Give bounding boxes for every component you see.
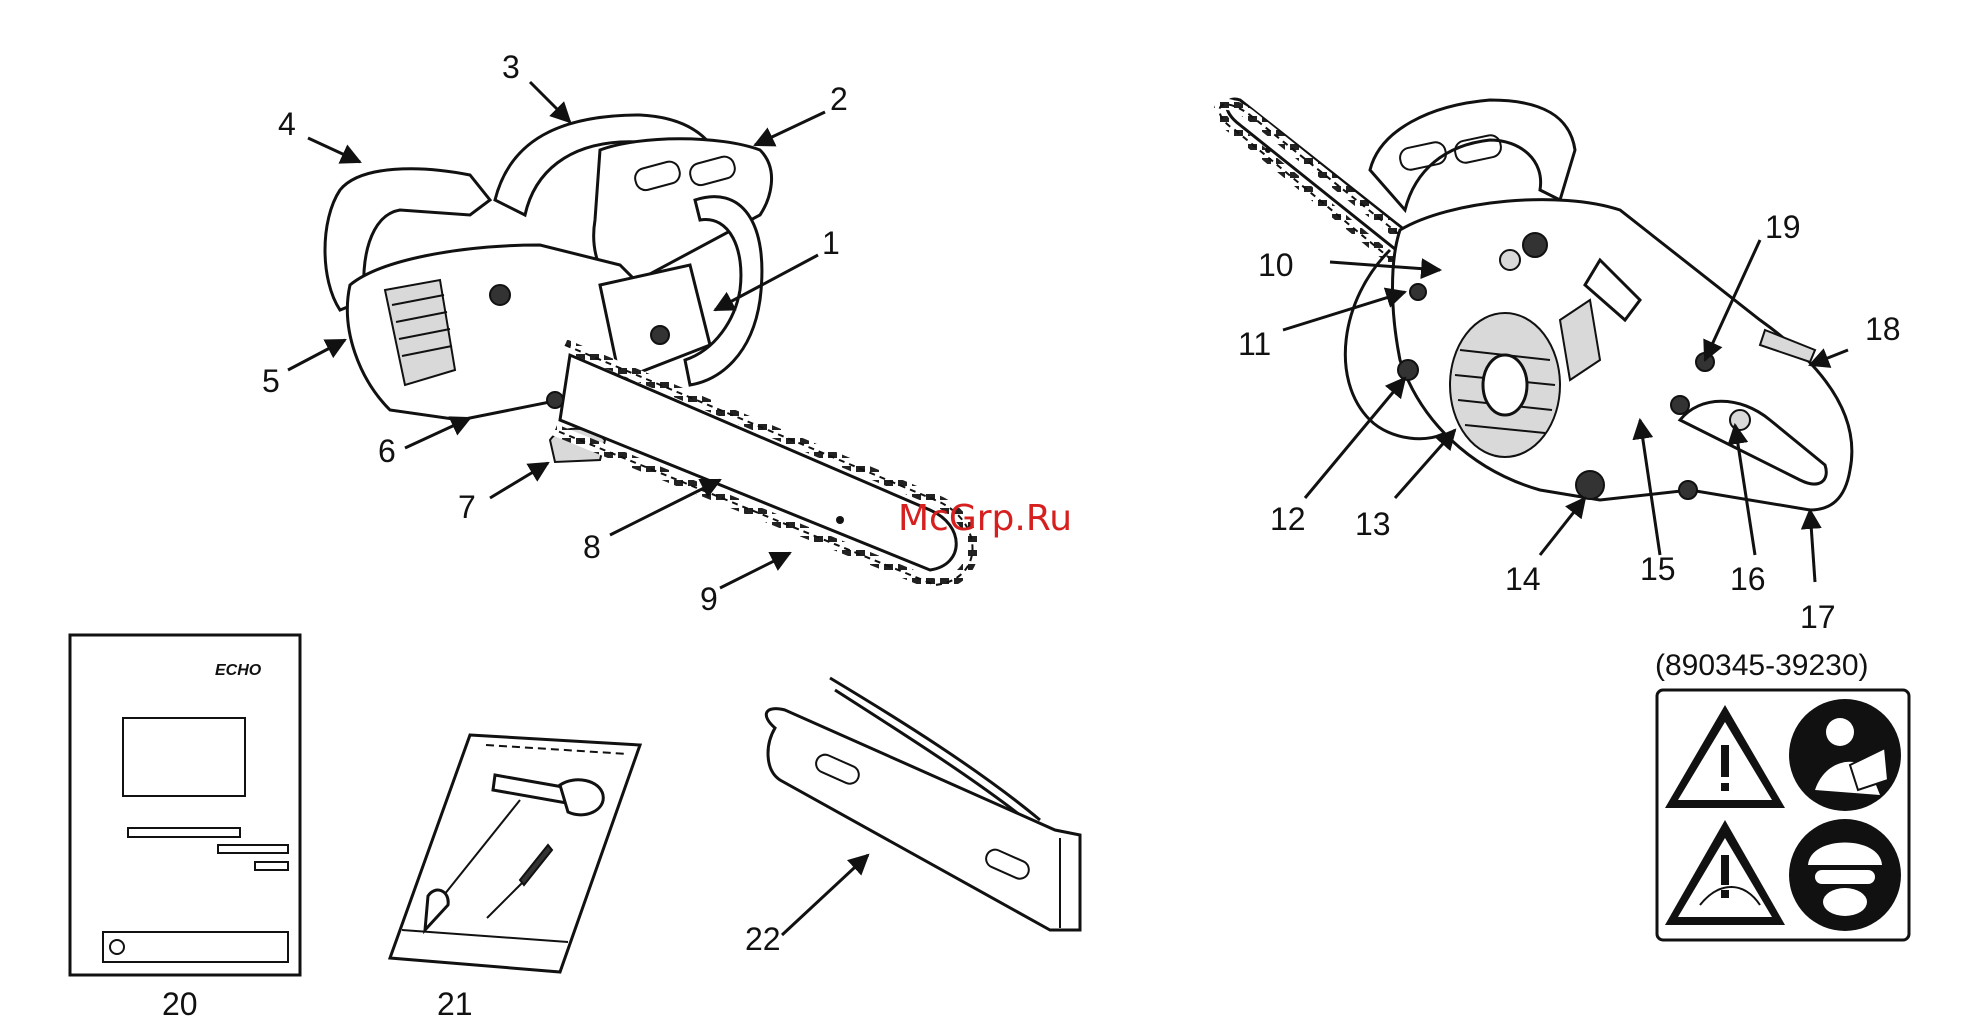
callout-21: 21: [437, 986, 473, 1022]
read-manual-icon: [1789, 699, 1901, 811]
tool-kit-bag: [390, 735, 640, 972]
bar-cover-scabbard: [766, 678, 1080, 930]
callout-3: 3: [502, 49, 520, 85]
callout-10: 10: [1258, 247, 1294, 283]
callout-8: 8: [583, 529, 601, 565]
operator-manual: ECHO: [70, 635, 300, 975]
callout-2: 2: [830, 81, 848, 117]
callout-18: 18: [1865, 311, 1901, 347]
watermark-text: McGrp.Ru: [898, 498, 1072, 539]
callout-22: 22: [745, 921, 781, 957]
callout-15: 15: [1640, 551, 1676, 587]
manual-logo: ECHO: [215, 662, 262, 679]
callout-19: 19: [1765, 209, 1801, 245]
callout-12: 12: [1270, 501, 1306, 537]
starter-cover: [1450, 313, 1560, 457]
callout-11: 11: [1238, 326, 1271, 362]
protective-gear-icon: [1789, 819, 1901, 931]
callout-1: 1: [822, 225, 840, 261]
callout-6: 6: [378, 433, 396, 469]
callout-7: 7: [458, 489, 476, 525]
warning-decal: [1657, 690, 1909, 940]
callout-16: 16: [1730, 561, 1766, 597]
callout-5: 5: [262, 363, 280, 399]
callout-13: 13: [1355, 506, 1391, 542]
decal-part-number: (890345-39230): [1655, 649, 1869, 682]
callout-4: 4: [278, 106, 296, 142]
callout-17: 17: [1800, 599, 1836, 635]
callout-14: 14: [1505, 561, 1541, 597]
callout-9: 9: [700, 581, 718, 617]
chainsaw-right-view: [1219, 99, 1852, 510]
callout-20: 20: [162, 986, 198, 1022]
